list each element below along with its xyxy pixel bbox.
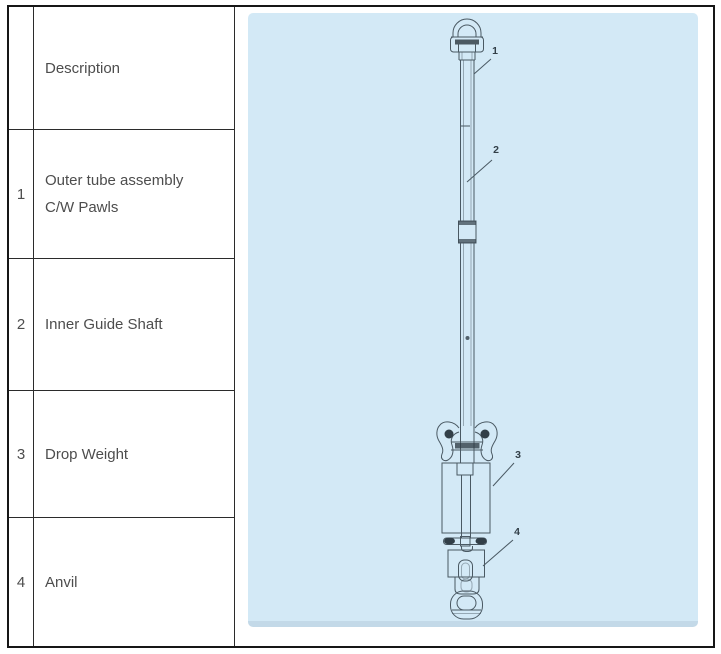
row-description: Anvil — [45, 573, 78, 591]
row-number: 4 — [9, 518, 34, 646]
table-row: 4 Anvil — [9, 518, 234, 646]
diagram-panel: 1 2 3 4 — [248, 13, 698, 627]
pawl-left — [436, 421, 460, 462]
callout-3: 3 — [492, 449, 521, 487]
anvil — [447, 549, 485, 595]
retaining-pin — [443, 536, 487, 553]
callout-1: 1 — [473, 45, 498, 75]
callout-3-label: 3 — [515, 449, 521, 461]
inner-guide-shaft — [460, 243, 475, 426]
row-number: 1 — [9, 130, 34, 258]
pawl-assembly — [436, 421, 498, 463]
callout-1-leader — [473, 58, 492, 75]
callout-2: 2 — [466, 144, 499, 183]
neck-section — [458, 52, 476, 61]
header-description-cell: Description — [45, 59, 121, 77]
mid-joint-collar — [458, 220, 477, 244]
row-description: Inner Guide Shaft — [45, 316, 163, 333]
document-frame: Description 1 Outer tube assembly C/W Pa… — [7, 5, 715, 648]
outer-tube — [460, 60, 475, 221]
bottom-eye-icon — [450, 590, 483, 620]
parts-table: Description 1 Outer tube assembly C/W Pa… — [9, 7, 235, 646]
row-description: Drop Weight — [45, 445, 129, 463]
table-row: 3 Drop Weight — [9, 391, 234, 518]
lifting-bail-icon — [451, 18, 483, 38]
table-row: 1 Outer tube assembly C/W Pawls — [9, 130, 234, 259]
row-description: Outer tube assembly C/W Pawls — [45, 172, 184, 216]
pawl-pin-left — [444, 429, 454, 439]
table-row: 2 Inner Guide Shaft — [9, 259, 234, 391]
callout-2-label: 2 — [493, 144, 499, 156]
pawl-right — [474, 421, 498, 462]
shaft-hole — [465, 336, 470, 340]
drop-weight — [441, 462, 491, 538]
row-number: 2 — [9, 259, 34, 390]
callout-2-leader — [466, 159, 493, 183]
drop-weight-tool-drawing: 1 2 3 4 — [436, 18, 521, 620]
callout-4: 4 — [482, 526, 520, 567]
callout-1-label: 1 — [492, 45, 498, 57]
header-number-cell — [9, 7, 34, 129]
callout-4-label: 4 — [514, 526, 520, 538]
callout-3-leader — [492, 462, 515, 487]
top-collar — [450, 36, 484, 53]
pawl-pin-right — [480, 429, 490, 439]
table-header-row: Description — [9, 7, 234, 130]
callout-4-leader — [482, 539, 514, 567]
row-number: 3 — [9, 391, 34, 517]
